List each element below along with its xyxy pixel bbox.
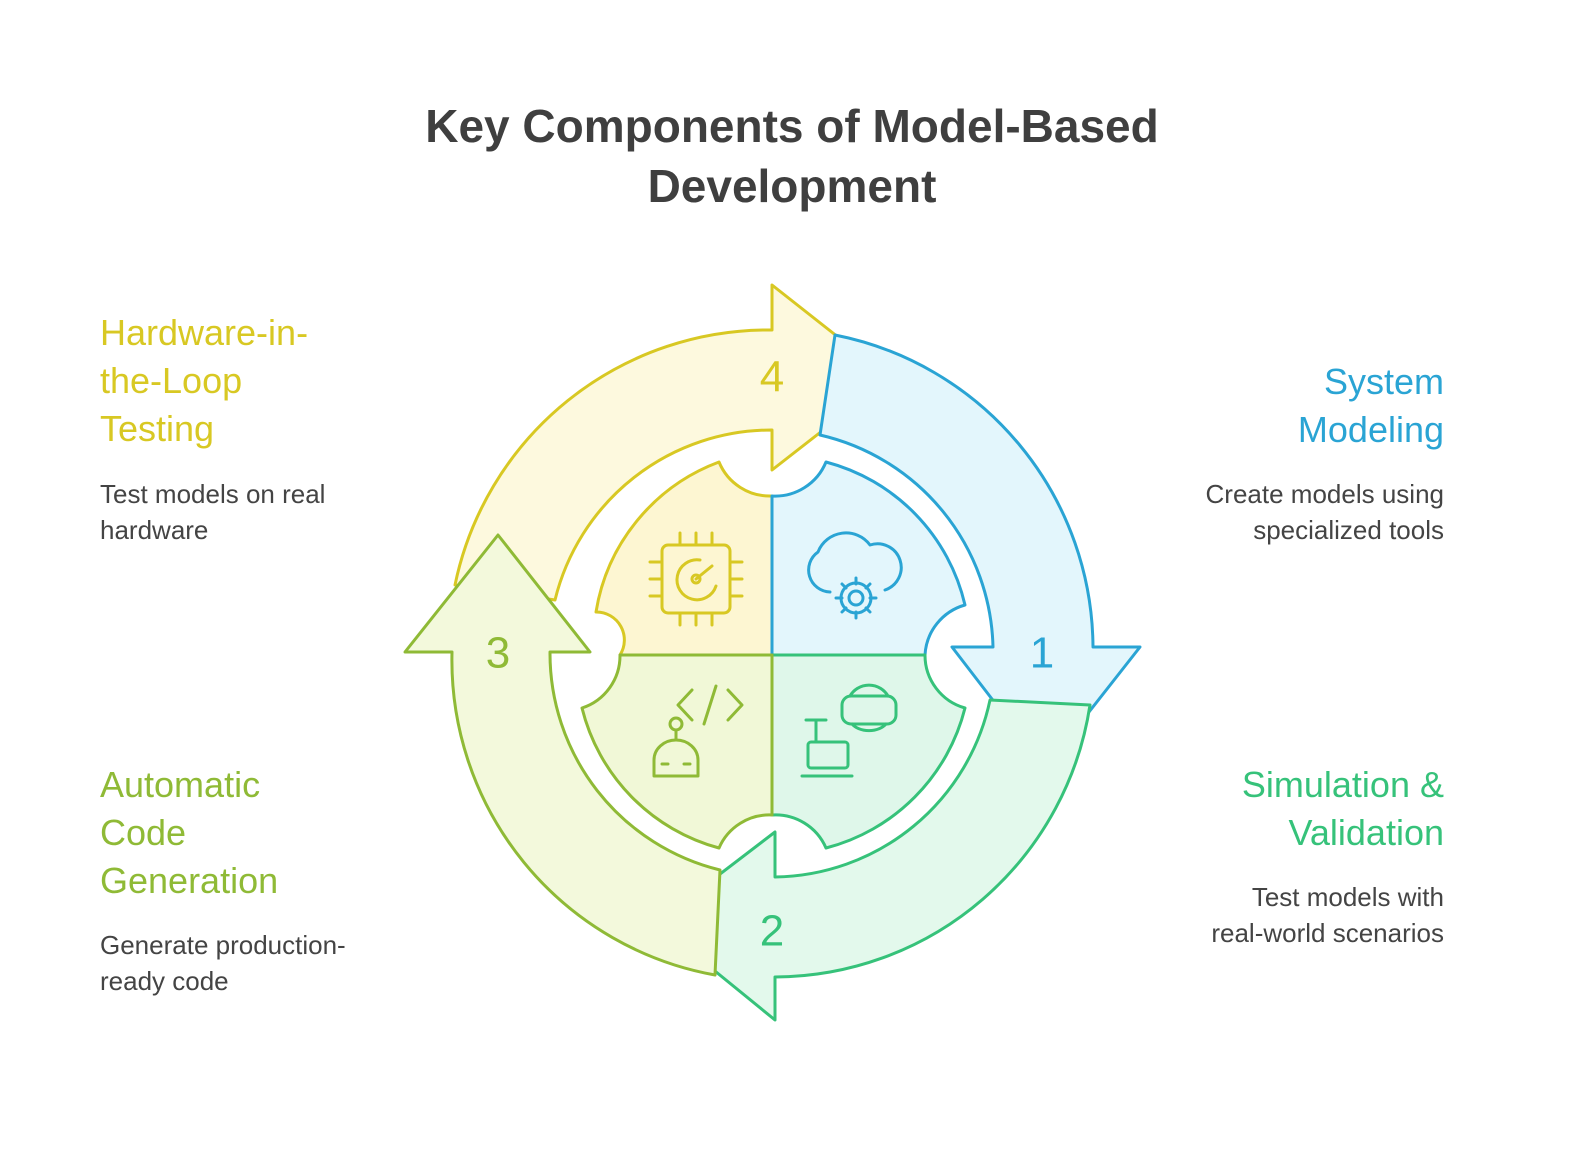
quadrant-3 bbox=[580, 653, 774, 850]
step-4-description: Test models on real hardware bbox=[100, 476, 325, 548]
robot-code-icon bbox=[652, 684, 744, 778]
vr-headset-laptop-icon bbox=[800, 683, 898, 778]
step-number-1: 1 bbox=[1030, 629, 1054, 678]
step-4-description-line-2: hardware bbox=[100, 515, 209, 545]
step-2-description: Test models with real-world scenarios bbox=[1211, 879, 1444, 951]
quadrant-2 bbox=[770, 653, 967, 850]
step-1-description-line-2: specialized tools bbox=[1253, 515, 1444, 545]
step-4-heading-line-1: Hardware-in- bbox=[100, 312, 309, 353]
step-2-heading: Simulation & Validation bbox=[1242, 761, 1444, 857]
step-3-heading: Automatic Code Generation bbox=[100, 761, 278, 905]
step-3-heading-line-2: Code bbox=[100, 812, 187, 853]
step-number-2: 2 bbox=[760, 907, 784, 956]
page-title: Key Components of Model-Based Developmen… bbox=[392, 96, 1192, 216]
step-1-description-line-1: Create models using bbox=[1205, 479, 1444, 509]
quadrant-4 bbox=[594, 460, 774, 657]
step-1-heading-line-1: System bbox=[1323, 361, 1444, 402]
step-4-heading-line-2: the-Loop bbox=[100, 360, 243, 401]
step-3-heading-line-3: Generation bbox=[100, 860, 279, 901]
arrow-segment-3 bbox=[403, 533, 722, 977]
step-2-description-line-1: Test models with bbox=[1251, 882, 1444, 912]
title-line-1: Key Components of Model-Based bbox=[425, 100, 1159, 152]
step-number-4: 4 bbox=[760, 353, 784, 402]
step-2-heading-line-1: Simulation & bbox=[1241, 764, 1444, 805]
step-4-description-line-1: Test models on real bbox=[100, 479, 326, 509]
chip-gauge-icon bbox=[648, 531, 744, 627]
step-2-heading-line-2: Validation bbox=[1288, 812, 1444, 853]
step-4-heading: Hardware-in- the-Loop Testing bbox=[100, 309, 308, 453]
step-1-heading-line-2: Modeling bbox=[1297, 409, 1444, 450]
arrow-segment-2 bbox=[654, 698, 1092, 1022]
step-3-heading-line-1: Automatic bbox=[100, 764, 261, 805]
title-line-2: Development bbox=[647, 160, 937, 212]
step-3-description-line-1: Generate production- bbox=[100, 930, 346, 960]
cloud-gear-icon bbox=[807, 531, 903, 620]
step-number-3: 3 bbox=[486, 629, 510, 678]
step-1-heading: System Modeling bbox=[1298, 358, 1444, 454]
step-1-description: Create models using specialized tools bbox=[1206, 476, 1444, 548]
step-3-description-line-2: ready code bbox=[100, 966, 229, 996]
arrow-segment-1 bbox=[818, 333, 1142, 770]
arrow-segment-4 bbox=[453, 283, 892, 602]
step-3-description: Generate production- ready code bbox=[100, 927, 346, 999]
quadrant-1 bbox=[770, 460, 967, 657]
step-2-description-line-2: real-world scenarios bbox=[1211, 918, 1444, 948]
step-4-heading-line-3: Testing bbox=[100, 408, 215, 449]
